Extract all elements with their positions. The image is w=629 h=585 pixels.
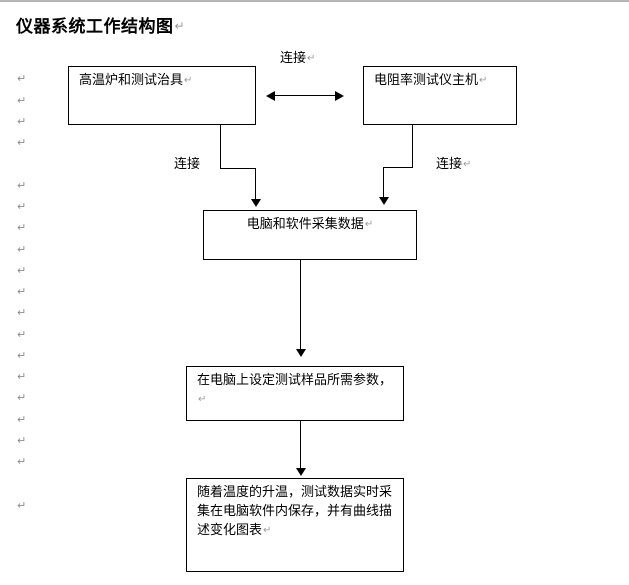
flow-node-tester-label: 电阻率测试仪主机↵: [374, 73, 488, 88]
margin-paragraph-mark: ↵: [17, 306, 27, 319]
arrow-head-left-icon: [266, 91, 275, 101]
margin-paragraph-mark: ↵: [17, 285, 27, 298]
margin-paragraph-mark: ↵: [17, 328, 27, 341]
flow-node-set-params[interactable]: 在电脑上设定测试样品所需参数，↵: [186, 366, 404, 421]
edge-segment-vertical: [412, 125, 413, 168]
page-title-text: 仪器系统工作结构图: [16, 17, 174, 37]
margin-paragraph-mark: ↵: [17, 434, 27, 447]
flow-node-furnace-label: 高温炉和测试治具↵: [79, 73, 193, 88]
arrow-head-down-icon: [379, 197, 389, 205]
flow-node-record-data-label: 随着温度的升温，测试数据实时采集在电脑软件内保存，并有曲线描述变化图表↵: [197, 485, 393, 538]
edge-segment-horizontal: [220, 168, 256, 169]
edge-label-tester-acquisition: 连接↵: [436, 157, 472, 172]
margin-paragraph-mark: ↵: [17, 94, 27, 107]
flow-node-tester[interactable]: 电阻率测试仪主机↵: [363, 66, 517, 125]
margin-paragraph-mark: ↵: [17, 200, 27, 213]
arrow-head-right-icon: [335, 91, 344, 101]
edge-segment-vertical: [383, 167, 384, 198]
edge-label-furnace-tester: 连接↵: [280, 51, 316, 66]
flow-node-furnace[interactable]: 高温炉和测试治具↵: [68, 66, 256, 125]
page-title: 仪器系统工作结构图↵: [16, 19, 185, 36]
margin-paragraph-mark: ↵: [17, 455, 27, 468]
flow-node-acquisition[interactable]: 电脑和软件采集数据↵: [203, 210, 417, 260]
arrow-head-down-icon: [296, 468, 306, 476]
edge-segment-vertical: [255, 168, 256, 200]
flow-node-acquisition-label: 电脑和软件采集数据↵: [246, 217, 374, 232]
page-top-rule: [0, 0, 629, 2]
margin-paragraph-mark: ↵: [17, 264, 27, 277]
edge-segment-horizontal: [383, 167, 413, 168]
margin-paragraph-mark: ↵: [17, 136, 27, 149]
margin-paragraph-mark: ↵: [17, 499, 27, 512]
edge-line-furnace-tester: [274, 95, 336, 96]
margin-paragraph-mark: ↵: [17, 72, 27, 85]
margin-paragraph-mark: ↵: [17, 179, 27, 192]
pilcrow-mark: ↵: [174, 19, 186, 33]
margin-paragraph-mark: ↵: [17, 413, 27, 426]
margin-paragraph-mark: ↵: [17, 349, 27, 362]
arrow-head-down-icon: [296, 349, 306, 357]
margin-paragraph-mark: ↵: [17, 243, 27, 256]
flow-node-record-data[interactable]: 随着温度的升温，测试数据实时采集在电脑软件内保存，并有曲线描述变化图表↵: [186, 478, 404, 572]
margin-paragraph-mark: ↵: [17, 391, 27, 404]
edge-segment-vertical: [220, 125, 221, 169]
arrow-head-down-icon: [251, 199, 261, 207]
edge-segment-vertical: [300, 421, 301, 469]
margin-paragraph-mark: ↵: [17, 115, 27, 128]
flow-node-set-params-label: 在电脑上设定测试样品所需参数，↵: [197, 373, 393, 405]
margin-paragraph-mark: ↵: [17, 370, 27, 383]
margin-paragraph-mark: ↵: [17, 221, 27, 234]
edge-label-furnace-acquisition: 连接: [174, 157, 201, 172]
edge-segment-vertical: [300, 260, 301, 350]
